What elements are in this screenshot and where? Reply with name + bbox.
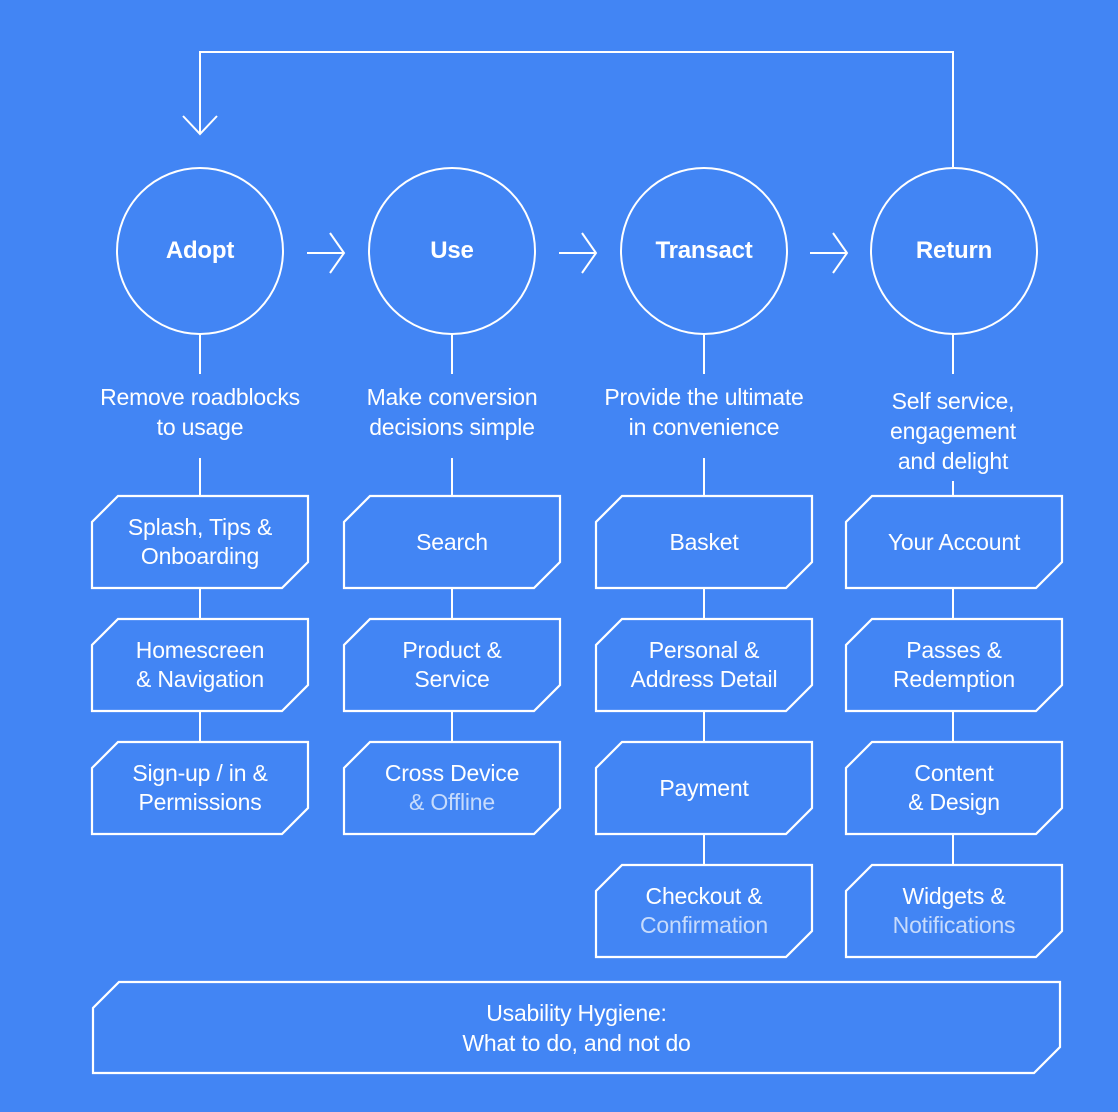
box-line: Service <box>414 666 490 692</box>
box-payment: Payment <box>596 742 812 834</box>
stage-label-return: Return <box>915 237 993 264</box>
stage-description-return: Self service, engagement and delight <box>838 386 1068 476</box>
box-search: Search <box>344 496 560 588</box>
box-line: Sign-up / in & <box>132 760 268 786</box>
footer-box-outline <box>91 980 1062 1075</box>
description-line: Make conversion <box>366 384 538 410</box>
box-line: Passes & <box>906 637 1002 663</box>
stage-description-use: Make conversion decisions simple <box>337 382 567 442</box>
box-line: Search <box>416 528 488 555</box>
description-line: Remove roadblocks <box>100 384 300 410</box>
stage-description-transact: Provide the ultimate in convenience <box>589 382 819 442</box>
flow-arrow-icon <box>307 232 346 274</box>
box-line: Content <box>914 760 994 786</box>
stage-label-adopt: Adopt <box>165 237 235 264</box>
box-widgets-notifications: Widgets & Notifications <box>846 865 1062 957</box>
box-line: Product & <box>402 637 502 663</box>
feedback-loop-arrow-icon <box>182 51 954 167</box>
box-cross-device-offline: Cross Device & Offline <box>344 742 560 834</box>
box-outline-checkout <box>594 863 814 959</box>
box-line: & Navigation <box>135 666 264 692</box>
box-line: Personal & <box>648 637 760 663</box>
box-splash-tips-onboarding: Splash, Tips & Onboarding <box>92 496 308 588</box>
description-line: decisions simple <box>369 414 535 440</box>
description-line: and delight <box>897 448 1009 474</box>
usability-hygiene-box: Usability Hygiene: What to do, and not d… <box>93 982 1060 1073</box>
box-line-muted: Confirmation <box>640 912 768 938</box>
box-outline-search <box>342 494 562 590</box>
box-your-account: Your Account <box>846 496 1062 588</box>
box-outline-homescreen <box>90 617 310 713</box>
description-line: to usage <box>156 414 244 440</box>
box-basket: Basket <box>596 496 812 588</box>
box-line: Homescreen <box>135 637 265 663</box>
box-line: Redemption <box>892 666 1016 692</box>
box-line: Onboarding <box>140 543 260 569</box>
description-line: engagement <box>890 418 1016 444</box>
box-personal-address-detail: Personal & Address Detail <box>596 619 812 711</box>
box-line-muted: & Offline <box>409 789 495 815</box>
box-checkout-confirmation: Checkout & Confirmation <box>596 865 812 957</box>
footer-line: What to do, and not do <box>462 1029 691 1056</box>
box-line: & Design <box>908 789 1000 815</box>
box-outline-crossdevice <box>342 740 562 836</box>
box-outline-passes <box>844 617 1064 713</box>
box-product-service: Product & Service <box>344 619 560 711</box>
box-outline-splash <box>90 494 310 590</box>
box-outline-product <box>342 617 562 713</box>
box-line: Checkout & <box>645 883 763 909</box>
box-outline-basket <box>594 494 814 590</box>
box-signup-permissions: Sign-up / in & Permissions <box>92 742 308 834</box>
box-line: Payment <box>659 774 749 801</box>
description-line: in convenience <box>628 414 780 440</box>
box-content-design: Content & Design <box>846 742 1062 834</box>
box-line: Widgets & <box>902 883 1006 909</box>
box-line: Splash, Tips & <box>127 514 273 540</box>
flow-arrow-icon <box>559 232 598 274</box>
footer-line: Usability Hygiene: <box>486 999 667 1026</box>
box-outline-personal <box>594 617 814 713</box>
box-homescreen-navigation: Homescreen & Navigation <box>92 619 308 711</box>
description-line: Self service, <box>891 388 1015 414</box>
box-outline-youraccount <box>844 494 1064 590</box>
box-outline-payment <box>594 740 814 836</box>
box-line-muted: Notifications <box>892 912 1016 938</box>
description-line: Provide the ultimate <box>604 384 804 410</box>
box-line: Cross Device <box>384 760 520 786</box>
box-line: Basket <box>669 528 739 555</box>
box-passes-redemption: Passes & Redemption <box>846 619 1062 711</box>
box-line: Your Account <box>887 528 1021 555</box>
box-outline-signup <box>90 740 310 836</box>
box-outline-content <box>844 740 1064 836</box>
box-line: Permissions <box>138 789 262 815</box>
stage-description-adopt: Remove roadblocks to usage <box>85 382 315 442</box>
stage-label-use: Use <box>430 237 474 264</box>
box-line: Address Detail <box>630 666 778 692</box>
flow-arrow-icon <box>810 232 849 274</box>
box-outline-widgets <box>844 863 1064 959</box>
stage-label-transact: Transact <box>655 237 753 264</box>
